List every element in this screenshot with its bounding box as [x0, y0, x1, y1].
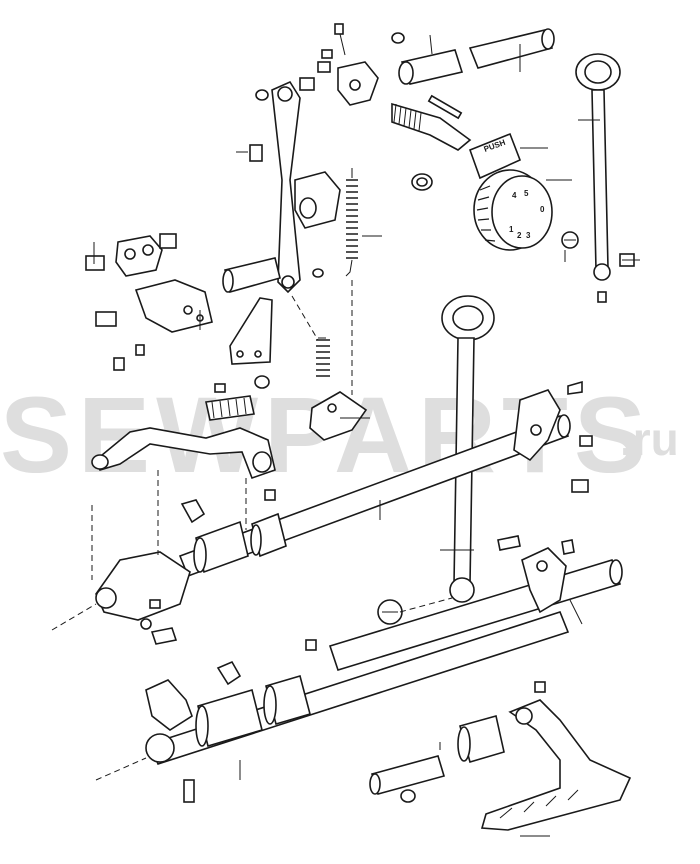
- lever-nut: [299, 77, 315, 91]
- rod-body: [591, 89, 609, 271]
- screw-2: [321, 49, 333, 59]
- lever-washer: [255, 89, 269, 101]
- set-screw-1: [334, 23, 344, 35]
- pedal-shaft: [370, 755, 446, 795]
- lower-feed-shaft: [145, 611, 570, 803]
- pin-c: [95, 311, 117, 327]
- crank-screw-1: [579, 435, 593, 447]
- set-screw-a: [113, 357, 125, 371]
- dial-mark-5: 5: [524, 189, 529, 198]
- upper-hub: [95, 551, 191, 621]
- shaft-sleeve: [468, 29, 554, 69]
- feed-lever: [271, 80, 301, 294]
- pedal-screw: [534, 681, 546, 693]
- sleeve-pin: [224, 257, 281, 293]
- dial-mark-3: 3: [526, 231, 531, 240]
- hub-bolt: [150, 627, 178, 645]
- dial-assembly: PUSH 1 2 3 4 5 0: [321, 23, 579, 251]
- pedal-lever: [480, 699, 632, 831]
- cross-crank: [521, 547, 567, 614]
- feed-bar: [95, 427, 276, 480]
- connecting-rod-right: [575, 53, 635, 303]
- feed-lever-linkage: [249, 61, 358, 294]
- upper-feed-shaft: [95, 380, 593, 645]
- leader-lines: [51, 33, 640, 837]
- rod-nut: [561, 539, 575, 555]
- feed-plate-parts: [91, 297, 368, 480]
- lever-pin: [249, 144, 263, 162]
- pin-a: [85, 255, 105, 271]
- lever-screw: [317, 61, 331, 73]
- nut-1: [391, 32, 405, 44]
- rod-screw: [597, 291, 607, 303]
- hub-screw: [149, 599, 161, 609]
- lower-hub: [145, 733, 175, 763]
- lower-pin: [183, 779, 195, 803]
- right-cross-shaft: [328, 547, 623, 671]
- lower-retaining-ring: [216, 660, 242, 686]
- dial-mark-2: 2: [517, 231, 522, 240]
- set-screw-b: [135, 344, 145, 356]
- link-block: [115, 235, 163, 277]
- threaded-spindle: [391, 102, 472, 151]
- crank-key: [567, 380, 583, 395]
- feed-dog: [205, 395, 255, 421]
- dial-mark-1: 1: [509, 225, 514, 234]
- cam-plate: [309, 391, 368, 441]
- dial-mark-4: 4: [512, 191, 517, 200]
- push-collar: [468, 132, 522, 180]
- dial-mark-0: 0: [540, 205, 545, 214]
- lever-block: [294, 171, 341, 229]
- lower-fork: [145, 679, 193, 731]
- lever-clip: [312, 268, 324, 278]
- pedal-assembly: [369, 681, 632, 831]
- block-bracket: [134, 279, 213, 333]
- pin: [427, 94, 463, 120]
- small-nut: [254, 375, 270, 389]
- lower-collar-screw: [305, 639, 317, 651]
- retaining-ring: [180, 499, 206, 524]
- small-screw: [214, 383, 226, 393]
- crank-screw-2: [571, 479, 589, 493]
- angle-plate: [229, 297, 273, 365]
- rod-bolt: [497, 535, 521, 551]
- pin-b: [159, 233, 177, 249]
- bracket-cluster: [85, 233, 281, 371]
- hub-washer: [140, 618, 152, 630]
- collar-screw: [264, 489, 276, 501]
- pedal-washer: [400, 789, 416, 803]
